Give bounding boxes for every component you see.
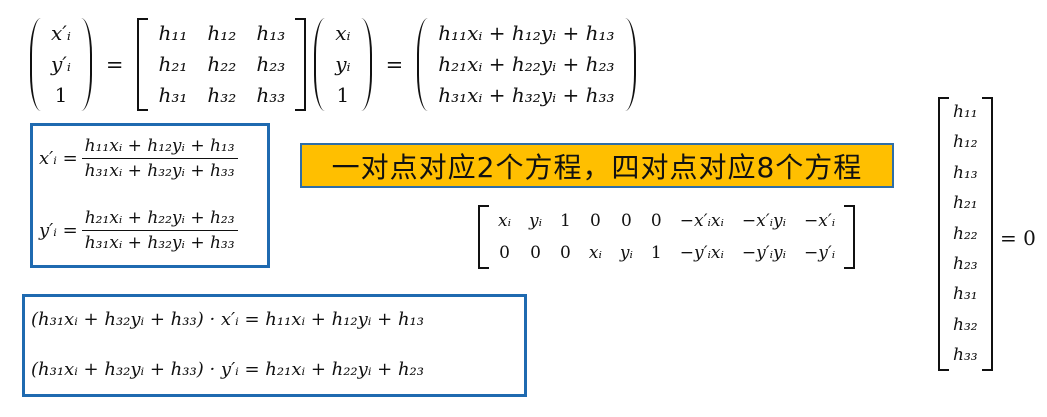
system-cell: 0	[650, 211, 662, 231]
system-cell: −y′ᵢ	[804, 243, 836, 263]
h-cell: h₃₃	[256, 83, 286, 107]
h-vector-cell: h₂₃	[953, 254, 978, 275]
h-vector-cell: h₂₁	[953, 193, 978, 214]
fraction-equation-x: x′ᵢ = h₁₁xᵢ + h₁₂yᵢ + h₁₃ h₃₁xᵢ + h₃₂yᵢ …	[39, 136, 242, 181]
vec-in-cell: 1	[336, 83, 350, 107]
fraction-numerator: h₁₁xᵢ + h₁₂yᵢ + h₁₃	[81, 136, 238, 159]
linear-equation-x: (h₃₁xᵢ + h₃₂yᵢ + h₃₃) · x′ᵢ = h₁₁xᵢ + h₁…	[31, 309, 424, 330]
h-vector-cell: h₁₃	[953, 162, 978, 183]
system-cell: −x′ᵢxᵢ	[679, 211, 724, 231]
system-cell: 0	[560, 243, 571, 263]
fraction-denominator: h₃₁xᵢ + h₃₂yᵢ + h₃₃	[84, 161, 235, 181]
system-cell: xᵢ	[498, 211, 512, 231]
input-vector: xᵢ yᵢ 1	[314, 18, 372, 111]
system-cell: 0	[499, 243, 510, 263]
vec-in-cell: yᵢ	[335, 52, 351, 76]
system-cell: 0	[589, 211, 601, 231]
result-vector: h₁₁xᵢ + h₁₂yᵢ + h₁₃ h₂₁xᵢ + h₂₂yᵢ + h₂₃ …	[417, 18, 636, 111]
vec-out-cell: x′ᵢ	[51, 21, 71, 45]
h-vector-cell: h₃₃	[953, 345, 978, 366]
h-vector-cell: h₃₁	[953, 284, 978, 305]
h-cell: h₁₁	[158, 21, 188, 45]
system-cell: −y′ᵢyᵢ	[741, 243, 787, 263]
h-cell: h₃₂	[207, 83, 237, 107]
h-vector-cell: h₃₂	[953, 314, 978, 335]
h-cell: h₁₃	[256, 21, 286, 45]
system-cell: yᵢ	[529, 211, 543, 231]
h-vector-cell: h₁₁	[953, 102, 978, 122]
vec-in-cell: xᵢ	[335, 21, 351, 45]
system-cell: 0	[620, 211, 632, 231]
h-cell: h₂₃	[256, 52, 286, 76]
fraction-lhs: x′ᵢ =	[39, 148, 78, 169]
system-matrix: xᵢ yᵢ 1 0 0 0 −x′ᵢxᵢ −x′ᵢyᵢ −x′ᵢ 0 0 0 x…	[478, 205, 856, 269]
fraction-numerator: h₂₁xᵢ + h₂₂yᵢ + h₂₃	[81, 208, 238, 231]
callout-banner: 一对点对应2个方程，四对点对应8个方程	[300, 143, 894, 188]
system-cell: 1	[560, 211, 571, 231]
fraction-equation-y: y′ᵢ = h₂₁xᵢ + h₂₂yᵢ + h₂₃ h₃₁xᵢ + h₃₂yᵢ …	[39, 208, 242, 253]
h-cell: h₃₁	[158, 83, 188, 107]
fraction-denominator: h₃₁xᵢ + h₃₂yᵢ + h₃₃	[84, 233, 235, 253]
h-vector: h₁₁ h₁₂ h₁₃ h₂₁ h₂₂ h₂₃ h₃₁ h₃₂ h₃₃	[938, 97, 993, 371]
system-cell: 0	[530, 243, 541, 263]
result-cell: h₃₁xᵢ + h₃₂yᵢ + h₃₃	[438, 83, 615, 107]
linear-equation-y: (h₃₁xᵢ + h₃₂yᵢ + h₃₃) · y′ᵢ = h₂₁xᵢ + h₂…	[31, 359, 424, 380]
h-vector-cell: h₂₂	[953, 223, 978, 244]
linear-equations-box: (h₃₁xᵢ + h₃₂yᵢ + h₃₃) · x′ᵢ = h₁₁xᵢ + h₁…	[22, 294, 527, 397]
homography-equation: x′ᵢ y′ᵢ 1 = h₁₁ h₁₂ h₁₃ h₂₁ h₂₂ h₂₃	[26, 18, 640, 111]
equals-zero: = 0	[1000, 226, 1036, 250]
result-cell: h₁₁xᵢ + h₁₂yᵢ + h₁₃	[438, 21, 615, 45]
equals-sign: =	[385, 52, 404, 77]
vec-out-cell: y′ᵢ	[51, 52, 71, 76]
system-cell: −y′ᵢxᵢ	[679, 243, 724, 263]
result-cell: h₂₁xᵢ + h₂₂yᵢ + h₂₃	[438, 52, 615, 76]
h-cell: h₁₂	[207, 21, 237, 45]
h-cell: h₂₂	[207, 52, 237, 76]
homography-matrix: h₁₁ h₁₂ h₁₃ h₂₁ h₂₂ h₂₃ h₃₁ h₃₂ h₃₃	[137, 18, 307, 111]
system-cell: −x′ᵢyᵢ	[741, 211, 787, 231]
h-vector-cell: h₁₂	[953, 132, 978, 153]
system-cell: 1	[650, 243, 662, 263]
output-vector: x′ᵢ y′ᵢ 1	[30, 18, 92, 111]
vec-out-cell: 1	[54, 83, 68, 107]
system-cell: xᵢ	[588, 243, 602, 263]
system-cell: yᵢ	[619, 243, 633, 263]
fraction-box: x′ᵢ = h₁₁xᵢ + h₁₂yᵢ + h₁₃ h₃₁xᵢ + h₃₂yᵢ …	[30, 123, 270, 268]
system-cell: −x′ᵢ	[804, 211, 836, 231]
equals-sign: =	[105, 52, 124, 77]
h-cell: h₂₁	[158, 52, 188, 76]
fraction-lhs: y′ᵢ =	[39, 220, 78, 241]
